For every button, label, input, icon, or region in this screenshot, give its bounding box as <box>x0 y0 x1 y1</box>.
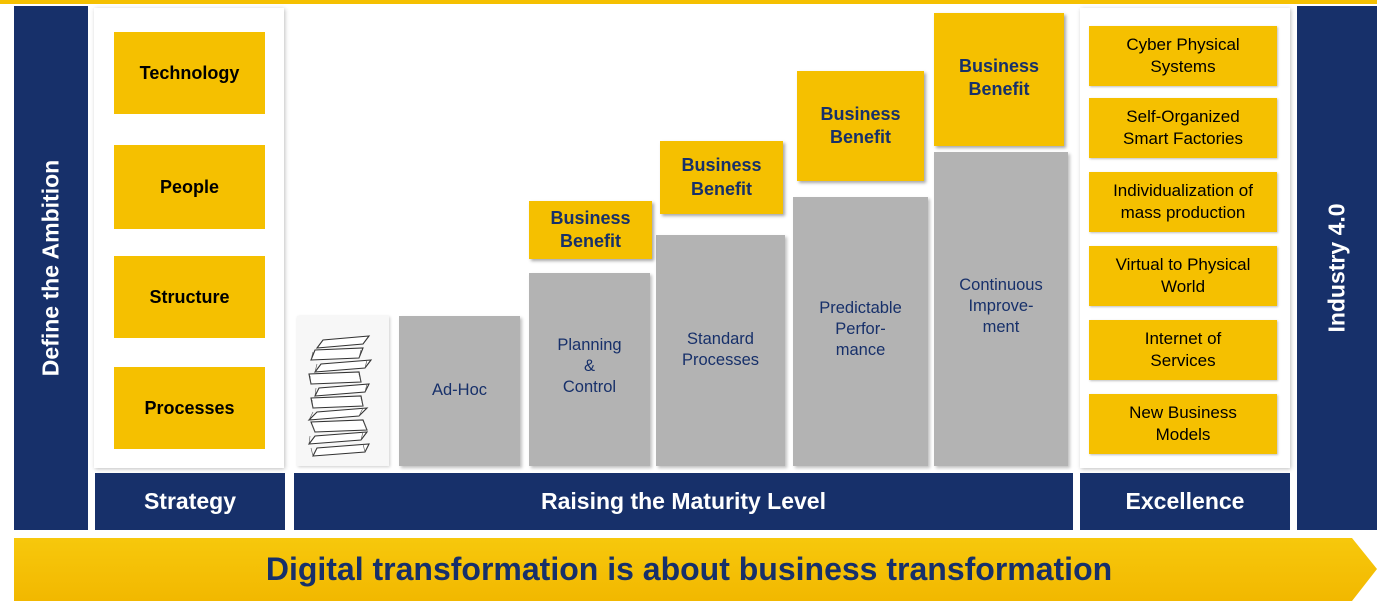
industry-4-bar: Industry 4.0 <box>1297 6 1377 530</box>
define-ambition-bar: Define the Ambition <box>14 6 88 530</box>
business-benefit-box: Business Benefit <box>934 13 1064 146</box>
strategy-item-people: People <box>114 145 265 229</box>
industry-4-label: Industry 4.0 <box>1323 203 1350 333</box>
excellence-item-self-organized: Self-Organized Smart Factories <box>1089 98 1277 158</box>
excellence-footer: Excellence <box>1080 473 1290 530</box>
excellence-item-internet-services: Internet of Services <box>1089 320 1277 380</box>
business-benefit-box: Business Benefit <box>529 201 652 259</box>
maturity-level-predictable-performance: Predictable Perfor- mance <box>793 197 928 466</box>
excellence-item-cyber-physical: Cyber Physical Systems <box>1089 26 1277 86</box>
business-benefit-box: Business Benefit <box>797 71 924 181</box>
banner-text: Digital transformation is about business… <box>265 551 1113 587</box>
maturity-level-label: Standard Processes <box>681 330 760 370</box>
maturity-level-planning-control: Planning & Control <box>529 273 650 466</box>
maturity-level-label: Predictable Perfor- mance <box>819 299 902 360</box>
maturity-level-label: Ad-Hoc <box>431 381 488 400</box>
excellence-item-individualization: Individualization of mass production <box>1089 172 1277 232</box>
define-ambition-label: Define the Ambition <box>37 159 64 377</box>
business-benefit-text: Business Benefit <box>958 56 1040 100</box>
strategy-footer: Strategy <box>95 473 285 530</box>
strategy-item-processes: Processes <box>114 367 265 449</box>
strategy-item-structure: Structure <box>114 256 265 338</box>
maturity-level-continuous-improvement: Continuous Improve- ment <box>934 152 1068 466</box>
maturity-level-label: Continuous Improve- ment <box>959 276 1043 337</box>
maturity-level-label: Planning & Control <box>557 336 622 397</box>
top-accent-line <box>0 0 1377 4</box>
maturity-level-ad-hoc: Ad-Hoc <box>399 316 520 466</box>
business-benefit-box: Business Benefit <box>660 141 783 214</box>
excellence-item-new-business-models: New Business Models <box>1089 394 1277 454</box>
excellence-item-virtual-physical: Virtual to Physical World <box>1089 246 1277 306</box>
maturity-level-standard-processes: Standard Processes <box>656 235 785 466</box>
strategy-item-technology: Technology <box>114 32 265 114</box>
paper-stack-icon <box>297 316 389 466</box>
transformation-banner: Digital transformation is about business… <box>14 538 1377 601</box>
maturity-footer: Raising the Maturity Level <box>294 473 1073 530</box>
